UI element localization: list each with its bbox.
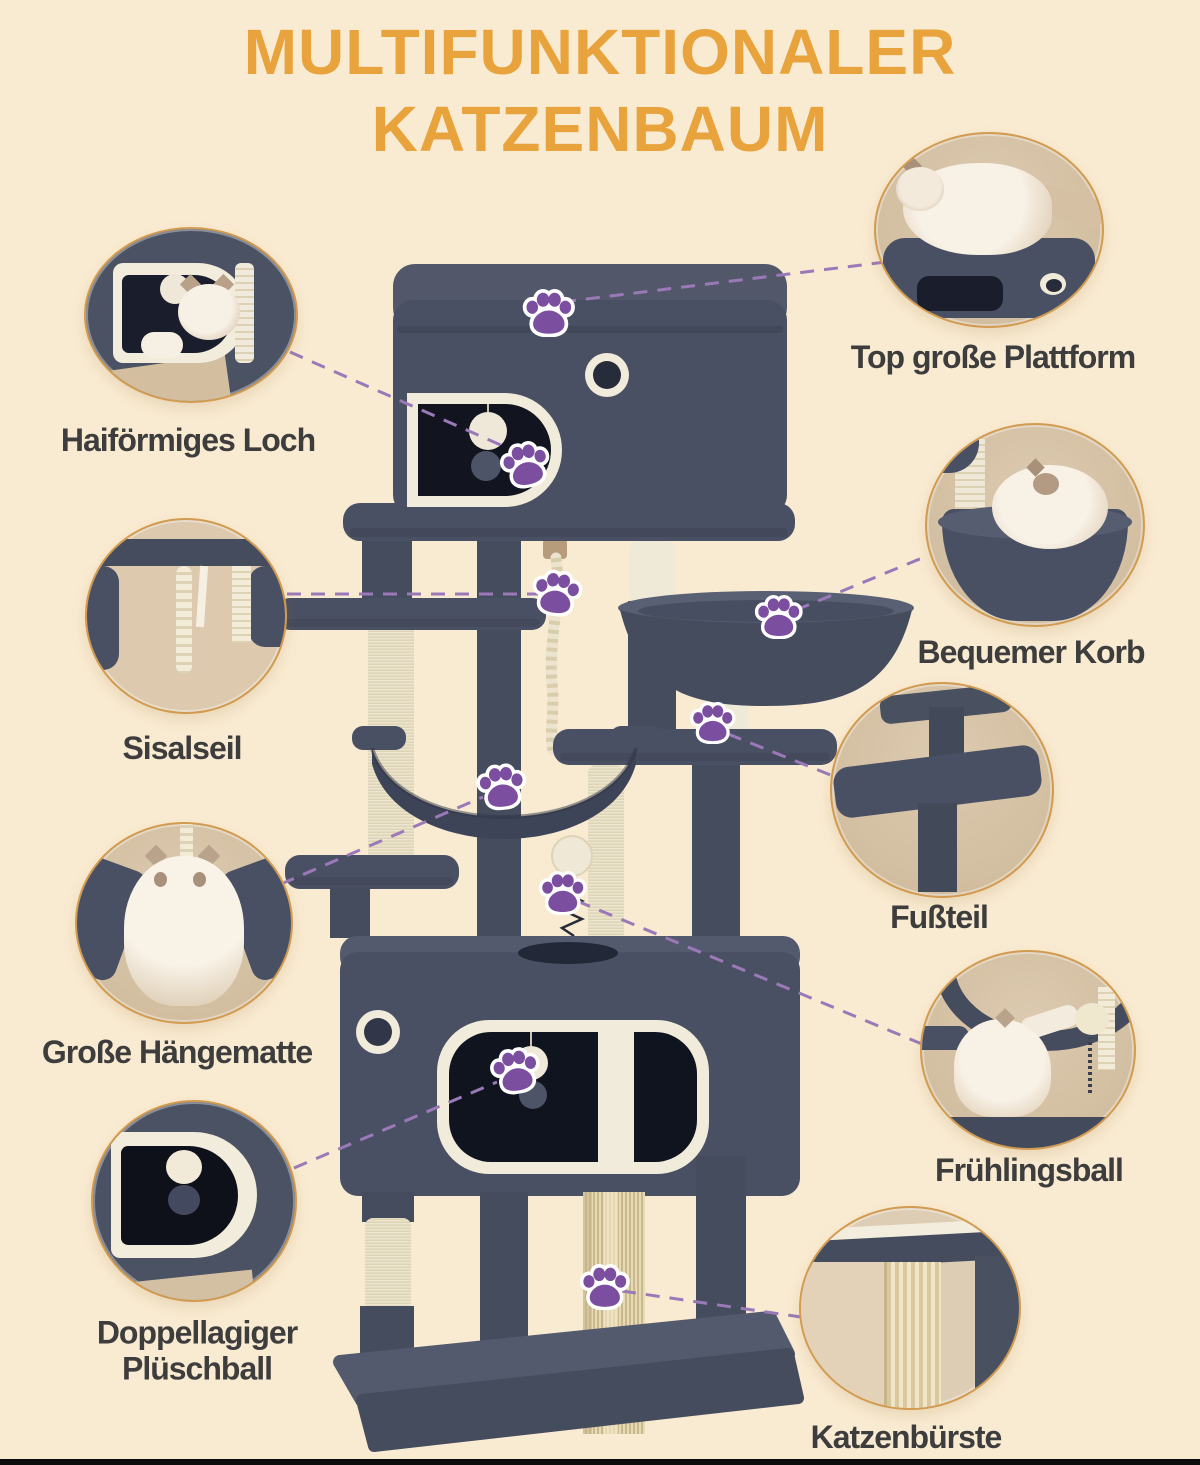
page-title: MULTIFUNKTIONALER KATZENBAUM — [0, 14, 1200, 168]
page-title-line1: MULTIFUNKTIONALER — [243, 16, 957, 88]
paw-icon — [473, 761, 530, 812]
plush-post — [630, 541, 676, 603]
callout-spring-ball — [920, 950, 1136, 1150]
photo-plush-ball-dark — [167, 1185, 200, 1216]
base-board — [333, 1311, 804, 1452]
callout-label-plush-ball-line2: Plüschball — [121, 1351, 273, 1387]
photo-sisal-strip — [231, 566, 252, 643]
peek-hole — [593, 361, 621, 389]
callout-foot-platform — [830, 682, 1054, 898]
photo-plush-ball-white — [165, 1149, 202, 1184]
callout-label-basket: Bequemer Korb — [917, 633, 1145, 670]
paw-icon — [753, 595, 803, 639]
photo-cat-face — [1032, 473, 1059, 495]
top-condo — [393, 264, 787, 515]
photo-spring — [1087, 1038, 1092, 1094]
photo-perch — [922, 1026, 969, 1050]
paw-icon — [495, 437, 555, 493]
photo-opening — [916, 276, 1003, 311]
photo-top-platform — [87, 539, 285, 567]
callout-label-cat-brush: Katzenbürste — [810, 1418, 1003, 1455]
photo-floor — [922, 1116, 1134, 1148]
opening-divider — [598, 1024, 634, 1170]
callout-label-plush-ball: Doppellagiger Plüschball — [96, 1314, 298, 1388]
rope-handle — [543, 539, 567, 559]
photo-right-post — [975, 1256, 1019, 1396]
connector-shark-hole — [289, 350, 513, 452]
callout-cat-brush — [799, 1206, 1021, 1410]
plush-ball-gray — [471, 451, 501, 481]
connector-spring-ball — [576, 899, 923, 1046]
connector-cat-brush — [621, 1289, 802, 1319]
plush-ball-white — [469, 412, 507, 450]
paw-icon — [485, 1044, 544, 1098]
connector-plush-ball — [293, 1080, 498, 1170]
callout-shark-hole — [84, 227, 298, 403]
photo-cat-body — [124, 855, 244, 1007]
callout-plush-ball — [91, 1100, 297, 1302]
callout-label-sisal-rope: Sisalseil — [122, 729, 242, 766]
photo-cat-head — [178, 284, 241, 341]
photo-sisal-post — [235, 263, 254, 364]
connector-hammock — [280, 795, 484, 886]
photo-right-post — [249, 566, 285, 647]
callout-label-top-platform: Top große Plattform — [850, 338, 1136, 375]
page-bottom-divider — [0, 1459, 1200, 1465]
paw-icon — [578, 1264, 630, 1310]
callout-label-foot-platform: Fußteil — [890, 898, 989, 935]
photo-cat-paw — [140, 332, 183, 359]
photo-left-post — [87, 566, 119, 670]
callout-sisal-rope — [85, 518, 287, 714]
page-title-line2: KATZENBAUM — [371, 93, 829, 165]
connector-foot-platform — [727, 732, 844, 782]
paw-icon — [521, 289, 575, 337]
photo-cat-face — [192, 871, 206, 887]
callout-label-plush-ball-line1: Doppellagiger — [96, 1314, 298, 1351]
photo-peek-hole-inner — [1046, 279, 1063, 293]
connector-basket — [795, 554, 928, 612]
photo-cat-face — [154, 871, 168, 887]
photo-hanging-strip — [195, 565, 208, 628]
connector-top-platform — [561, 260, 887, 304]
photo-column — [917, 802, 958, 892]
bottom-condo — [340, 936, 800, 1196]
paw-icon — [688, 702, 736, 744]
photo-rope — [176, 566, 192, 674]
callout-top-platform — [874, 132, 1104, 328]
photo-cat-head — [896, 166, 945, 211]
paw-icon — [537, 871, 587, 915]
mid-left-platform — [276, 598, 546, 630]
callout-basket — [925, 423, 1145, 627]
sisal-post — [365, 1218, 411, 1312]
photo-brush-column — [883, 1262, 942, 1408]
callout-label-shark-hole: Haiförmiges Loch — [60, 421, 316, 458]
plush-post — [692, 765, 740, 945]
photo-toy-ball — [1074, 1002, 1109, 1035]
callout-label-spring-ball: Frühlingsball — [935, 1151, 1124, 1188]
photo-left-wall — [801, 1262, 884, 1408]
top-entry-hole — [518, 942, 618, 964]
photo-cat-body — [953, 1018, 1052, 1117]
callout-hammock — [75, 822, 293, 1024]
callout-label-hammock: Große Hängematte — [41, 1033, 313, 1070]
peek-hole — [364, 1018, 392, 1046]
photo-floor — [127, 1269, 257, 1300]
paw-icon — [527, 567, 585, 620]
